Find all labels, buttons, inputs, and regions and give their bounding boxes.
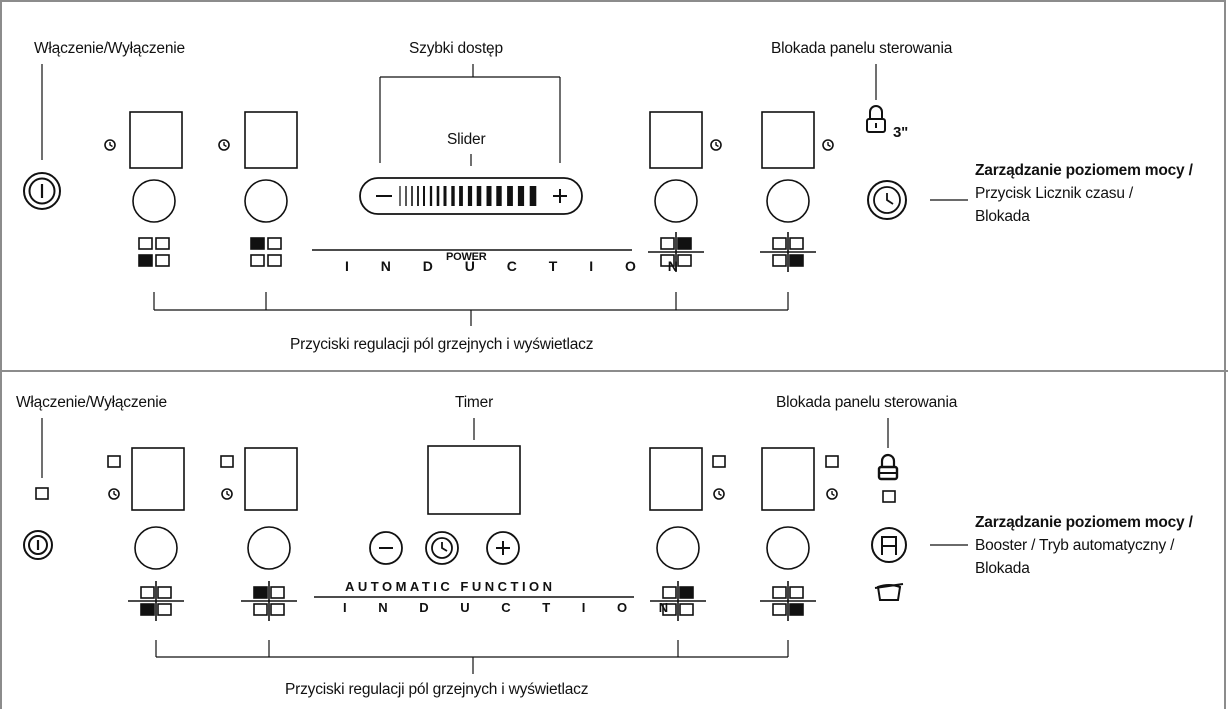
top-timer-button[interactable] <box>867 180 907 220</box>
lock-icon <box>877 453 899 481</box>
top-quick-access-label: Szybki dostęp <box>409 40 503 57</box>
top-power-button[interactable] <box>23 172 61 210</box>
top-lock-label: Blokada panelu sterowania <box>771 40 953 57</box>
bottom-timer-label: Timer <box>455 394 494 411</box>
minus-button[interactable] <box>369 531 403 565</box>
top-lock-time: 3" <box>893 124 909 141</box>
clock-icon <box>104 139 834 151</box>
bottom-power-button[interactable] <box>23 530 53 560</box>
zone-button-2b[interactable] <box>247 526 291 570</box>
top-power-mgmt-line3: Blokada <box>975 208 1030 225</box>
top-slider-label: Slider <box>447 131 486 148</box>
bottom-power-mgmt-line3: Blokada <box>975 560 1030 577</box>
panel-divider <box>0 370 1228 372</box>
zone-button-1b[interactable] <box>134 526 178 570</box>
zone-button-3[interactable] <box>654 179 698 223</box>
top-bottom-label: Przyciski regulacji pól grzejnych i wyśw… <box>290 336 594 353</box>
booster-a-button[interactable] <box>871 527 907 563</box>
zone-button-4[interactable] <box>766 179 810 223</box>
timer-button[interactable] <box>425 531 459 565</box>
lock-icon <box>866 105 886 133</box>
bottom-lock-label: Blokada panelu sterowania <box>776 394 958 411</box>
plus-button[interactable] <box>486 531 520 565</box>
bottom-induction-text: I N D U C T I O N <box>343 600 683 615</box>
top-induction-text: I N D U C T I O N <box>345 258 692 274</box>
top-power-label: Włączenie/Wyłączenie <box>34 40 185 57</box>
bottom-bottom-label: Przyciski regulacji pól grzejnych i wyśw… <box>285 681 589 698</box>
top-power-mgmt-title: Zarządzanie poziomem mocy / <box>975 162 1193 179</box>
bottom-power-mgmt-title: Zarządzanie poziomem mocy / <box>975 514 1193 531</box>
bottom-power-mgmt-line2: Booster / Tryb automatyczny / <box>975 537 1175 554</box>
zone-button-4b[interactable] <box>766 526 810 570</box>
top-power-mgmt-line2: Przycisk Licznik czasu / <box>975 185 1133 202</box>
bottom-power-label: Włączenie/Wyłączenie <box>16 394 167 411</box>
zone-button-3b[interactable] <box>656 526 700 570</box>
zone-button-2[interactable] <box>244 179 288 223</box>
bottom-automatic-text: AUTOMATIC FUNCTION <box>345 579 556 594</box>
pot-icon <box>874 583 904 601</box>
power-slider[interactable] <box>359 177 583 215</box>
zone-button-1[interactable] <box>132 179 176 223</box>
top-slider-power-text: POWER <box>446 251 487 263</box>
